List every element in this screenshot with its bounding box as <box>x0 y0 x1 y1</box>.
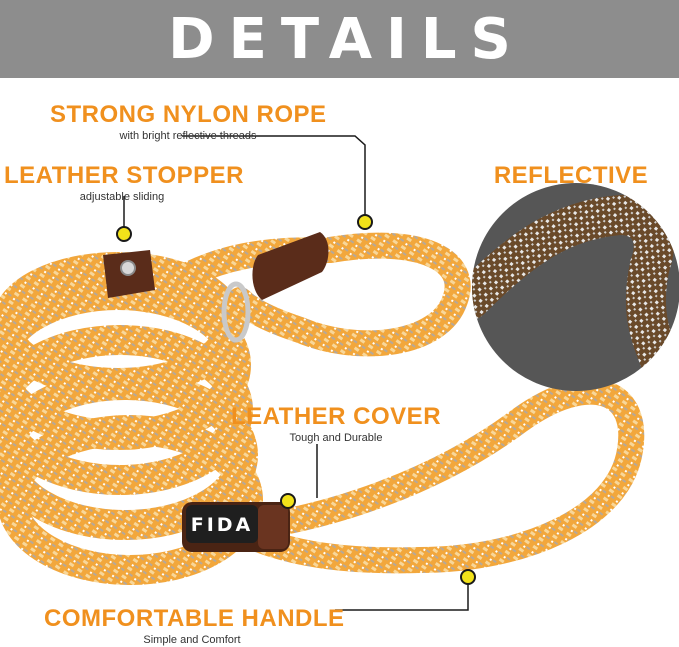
marker-cover <box>280 493 296 509</box>
callout-strong-nylon-rope: STRONG NYLON ROPE with bright reflective… <box>50 101 326 142</box>
callout-leather-stopper: LEATHER STOPPER adjustable sliding <box>4 162 244 203</box>
callout-rope-subtitle: with bright reflective threads <box>119 130 257 142</box>
callout-cover-subtitle: Tough and Durable <box>289 432 383 444</box>
banner-title: DETAILS <box>168 6 525 72</box>
callout-handle-subtitle: Simple and Comfort <box>143 634 241 646</box>
callout-reflective-title: REFLECTIVE <box>493 162 649 189</box>
callout-comfortable-handle: COMFORTABLE HANDLE Simple and Comfort <box>44 605 345 646</box>
callout-handle-title: COMFORTABLE HANDLE <box>44 605 345 632</box>
marker-rope <box>357 214 373 230</box>
leather-stopper <box>103 250 155 298</box>
callout-reflective: REFLECTIVE <box>490 162 652 190</box>
leader-line-handle <box>335 584 469 611</box>
metal-ring <box>221 281 251 343</box>
details-banner: DETAILS <box>0 0 679 78</box>
leather-cover-handle: FIDA <box>182 502 290 552</box>
callout-stopper-title: LEATHER STOPPER <box>4 162 244 189</box>
marker-handle <box>460 569 476 585</box>
brand-logo: FIDA <box>191 514 254 536</box>
callout-leather-cover: LEATHER COVER Tough and Durable <box>230 403 442 444</box>
rope-slip-loop <box>137 232 471 357</box>
leather-cover-top <box>252 232 329 300</box>
leader-line-rope <box>182 135 366 218</box>
callout-stopper-subtitle: adjustable sliding <box>79 191 165 203</box>
callout-cover-title: LEATHER COVER <box>230 403 442 430</box>
marker-stopper <box>116 226 132 242</box>
reflective-detail-circle <box>472 183 679 391</box>
callout-rope-title: STRONG NYLON ROPE <box>50 101 327 128</box>
rope-handle-loop <box>217 378 645 574</box>
